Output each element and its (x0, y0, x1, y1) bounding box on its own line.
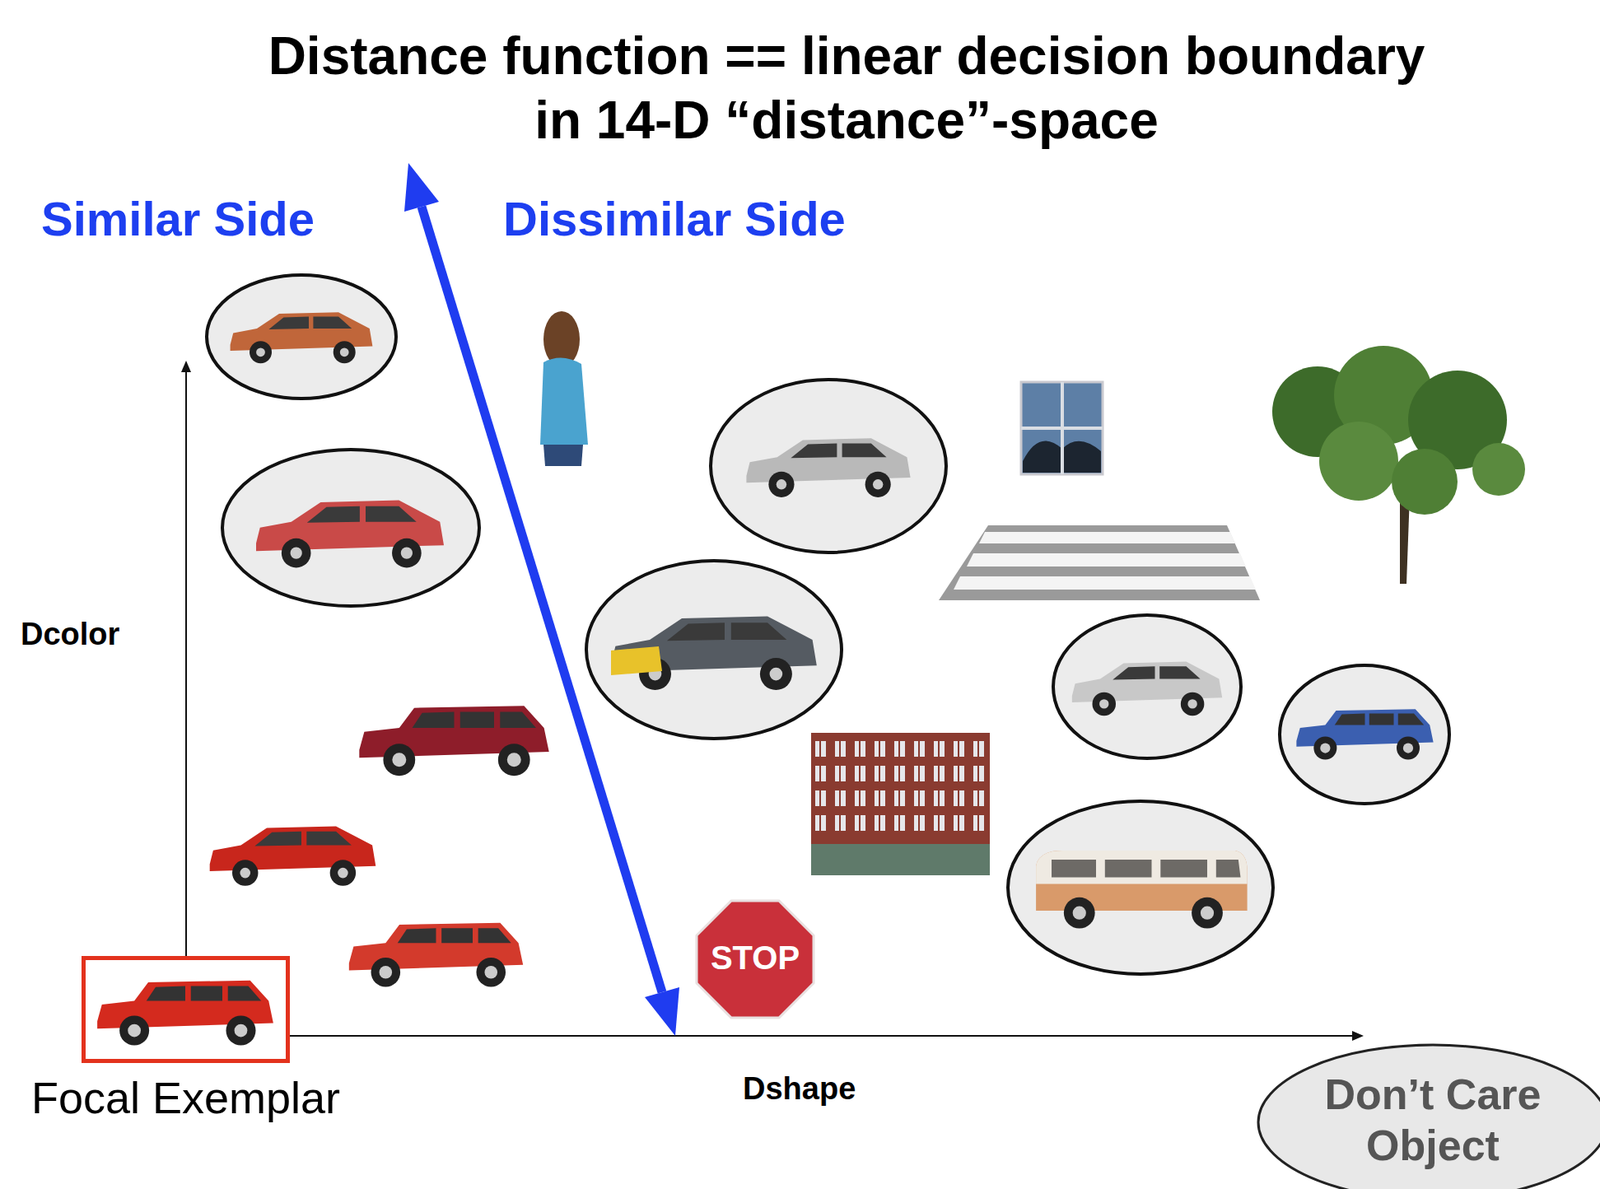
color-axis (181, 360, 192, 373)
side-label: Dissimilar Side (503, 190, 846, 248)
dark-red-suv (359, 705, 549, 776)
taxi (586, 560, 842, 739)
shape-axis (289, 1030, 1364, 1041)
node-caption: Focal Exemplar (31, 1070, 341, 1125)
tree (1472, 443, 1526, 496)
window (1021, 382, 1103, 475)
orange-car (206, 275, 397, 399)
focal-jeep (97, 980, 274, 1046)
woman (540, 311, 588, 467)
red-wagon (209, 825, 377, 886)
axis-label: Dshape (742, 1070, 856, 1109)
woman (543, 444, 584, 467)
shape-axis (1352, 1030, 1364, 1041)
side-label: Similar Side (41, 190, 315, 248)
color-axis (181, 360, 192, 957)
building (811, 732, 990, 876)
window (1021, 426, 1103, 430)
crosswalk (966, 553, 1246, 567)
taxi (611, 615, 817, 691)
dark-red-suv (359, 705, 549, 776)
taxi (611, 646, 663, 676)
blue-jeep (1296, 709, 1433, 760)
building (811, 732, 990, 876)
node-text: Don’t Care Object (1296, 1068, 1569, 1171)
red-hatchback (222, 449, 480, 607)
silver-car (746, 438, 910, 498)
blue-jeep (1279, 665, 1450, 804)
sign-text: STOP (710, 937, 800, 978)
dont-care-ellipse: Don’t Care Object (1251, 1039, 1600, 1189)
vw-van (1035, 850, 1248, 929)
color-axis (185, 368, 187, 957)
orange-car (230, 312, 374, 364)
red-hatchback (222, 449, 480, 607)
crosswalk (953, 576, 1256, 590)
stop-sign (696, 900, 814, 1018)
axis-label: Dcolor (20, 615, 120, 654)
building (811, 737, 990, 840)
window (1021, 382, 1103, 475)
crosswalk (938, 525, 1260, 601)
orange-car (206, 275, 397, 399)
woman (540, 357, 588, 445)
vw-van (1007, 801, 1274, 975)
small-silver-car (1053, 615, 1241, 759)
decision-boundary-arrow (644, 987, 680, 1036)
stop-sign (696, 900, 814, 1018)
shape-axis (289, 1035, 1356, 1037)
tree (1272, 345, 1526, 584)
focal-exemplar-box: Focal Exemplar (81, 956, 290, 1064)
small-silver-car (1072, 662, 1223, 717)
red-pickup (349, 923, 523, 988)
tree (1319, 421, 1399, 501)
taxi (586, 560, 842, 739)
red-wagon (209, 825, 377, 886)
title: Distance function == linear decision bou… (253, 23, 1440, 153)
crosswalk (938, 525, 1260, 601)
tree (1391, 448, 1458, 515)
decision-boundary-arrow (404, 163, 439, 212)
silver-car (710, 379, 947, 553)
vw-van (1007, 801, 1274, 975)
silver-car (710, 379, 947, 553)
building (811, 844, 990, 876)
small-silver-car (1053, 615, 1241, 759)
ellipse-outline (1258, 1044, 1600, 1189)
red-pickup (349, 923, 523, 988)
crosswalk (979, 531, 1236, 544)
blue-jeep (1279, 665, 1450, 804)
red-hatchback (256, 500, 444, 569)
focal-jeep (97, 980, 274, 1046)
